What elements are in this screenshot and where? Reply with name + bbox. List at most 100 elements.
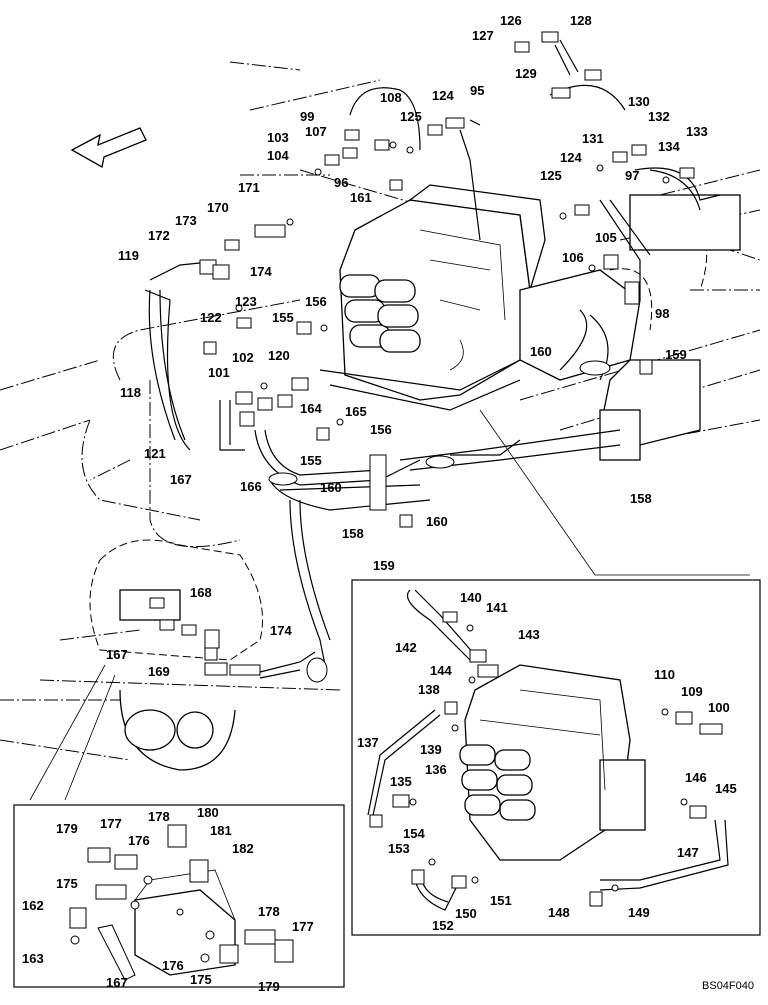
callout: 133 [686,124,708,139]
callout: 160 [530,344,552,359]
callout: 172 [148,228,170,243]
callout: 176 [128,833,150,848]
callout: 164 [300,401,322,416]
callout: 179 [258,979,280,994]
callout: 138 [418,682,440,697]
callout: 98 [655,306,669,321]
callout: 105 [595,230,617,245]
callout: 156 [370,422,392,437]
callout: 180 [197,805,219,820]
callout: 99 [300,109,314,124]
callout: 107 [305,124,327,139]
callout: 149 [628,905,650,920]
callout: 153 [388,841,410,856]
callout: 137 [357,735,379,750]
callout: 110 [654,667,675,682]
callout: 108 [380,90,402,105]
callout: 155 [300,453,322,468]
callout: 171 [238,180,260,195]
callout: 121 [144,446,166,461]
callout: 178 [258,904,280,919]
callout: 162 [22,898,44,913]
callout: 174 [270,623,292,638]
callout: 158 [630,491,652,506]
callout-labels: 126 128 127 129 95 108 124 125 99 107 10… [22,13,737,994]
callout: 141 [486,600,508,615]
callout: 103 [267,130,289,145]
callout: 177 [100,816,122,831]
callout: 163 [22,951,44,966]
callout: 132 [648,109,670,124]
callout: 160 [426,514,448,529]
callout: 136 [425,762,447,777]
callout: 154 [403,826,425,841]
callout: 167 [170,472,192,487]
callout: 147 [677,845,699,860]
callout: 174 [250,264,272,279]
lower-left-assembly [0,539,341,771]
control-valve-main [319,184,741,461]
callout: 126 [500,13,522,28]
callout: 100 [708,700,730,715]
callout: 125 [400,109,422,124]
callout: 140 [460,590,482,605]
callout: 161 [350,190,372,205]
callout: 124 [432,88,454,103]
upper-hoses [144,39,721,666]
callout: 181 [210,823,232,838]
callout: 158 [342,526,364,541]
callout: 176 [162,958,184,973]
callout: 146 [685,770,707,785]
callout: 142 [395,640,417,655]
callout: 95 [470,83,484,98]
callout: 120 [268,348,290,363]
callout: 143 [518,627,540,642]
callout: 178 [148,809,170,824]
callout: 169 [148,664,170,679]
callout: 129 [515,66,537,81]
callout: 166 [240,479,262,494]
callout: 122 [200,310,222,325]
callout: 97 [625,168,639,183]
callout: 155 [272,310,294,325]
callout: 125 [540,168,562,183]
callout: 152 [432,918,454,933]
front-direction-arrow [70,127,147,169]
callout: 118 [120,385,141,400]
callout: 96 [334,175,348,190]
leader-lines [29,409,750,801]
callout: 156 [305,294,327,309]
callout: 104 [267,148,289,163]
inset-lower-left [13,804,345,988]
callout: 106 [562,250,584,265]
callout: 145 [715,781,737,796]
callout: 177 [292,919,314,934]
callout: 119 [118,248,139,263]
callout: 179 [56,821,78,836]
callout: 168 [190,585,212,600]
callout: 167 [106,647,128,662]
inset-right [351,579,761,936]
callout: 128 [570,13,592,28]
callout: 148 [548,905,570,920]
callout: 134 [658,139,680,154]
callout: 139 [420,742,442,757]
upper-fittings [199,31,695,528]
callout: 124 [560,150,582,165]
callout: 160 [320,480,342,495]
callout: 159 [373,558,395,573]
callout: 165 [345,404,367,419]
callout: 175 [190,972,212,987]
callout: 167 [106,975,128,990]
callout: 144 [430,663,452,678]
callout: 175 [56,876,78,891]
callout: 135 [390,774,412,789]
callout: 150 [455,906,477,921]
callout: 182 [232,841,254,856]
callout: 170 [207,200,229,215]
callout: 130 [628,94,650,109]
callout: 127 [472,28,494,43]
callout: 102 [232,350,254,365]
